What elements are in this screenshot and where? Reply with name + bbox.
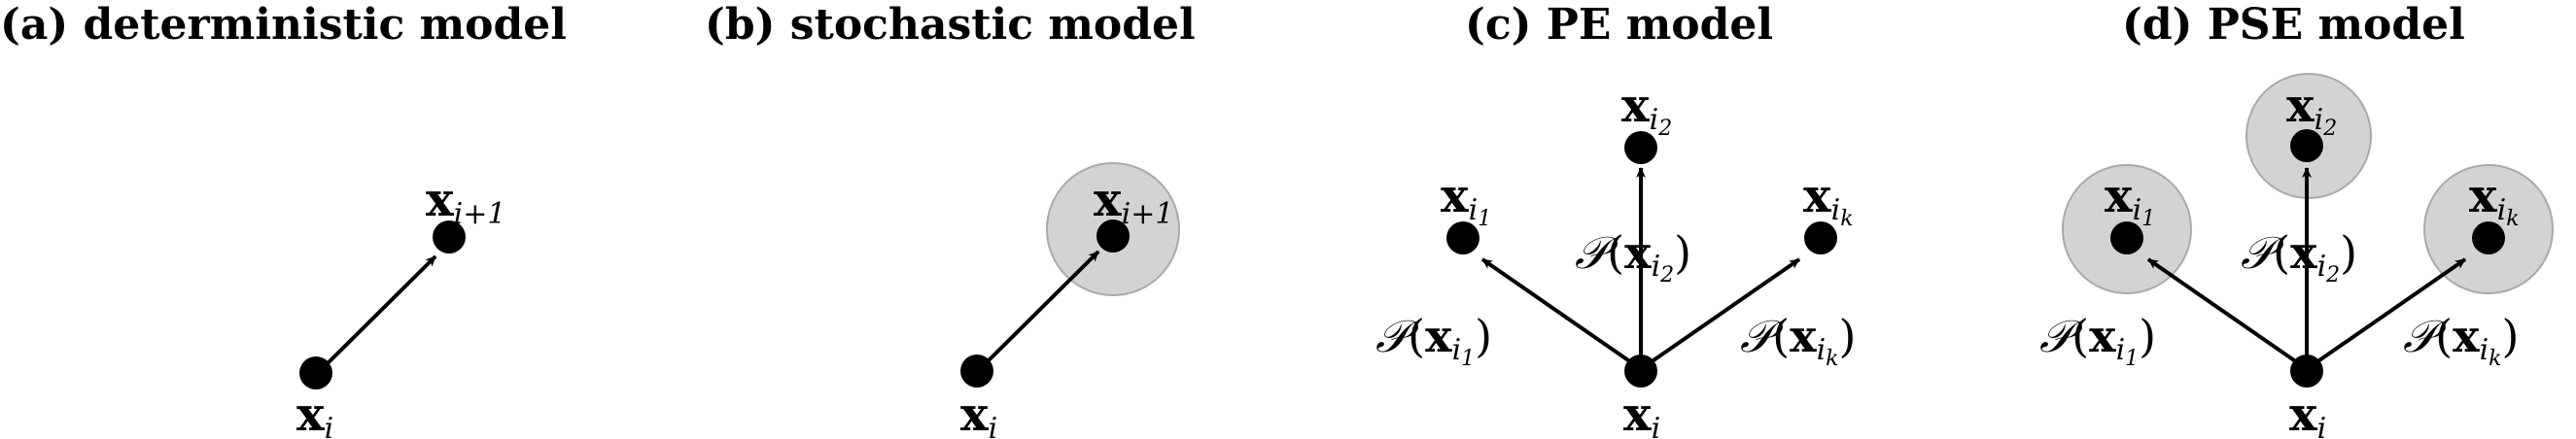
arrow-to-x-i1 — [2146, 257, 2309, 371]
node-x-ik — [1804, 221, 1837, 254]
node-x-i — [960, 355, 993, 388]
arrow-to-x-ik — [1639, 257, 1801, 371]
prob-label-x-i2: 𝒫(xi2) — [2241, 226, 2357, 287]
label-x-ik: xik — [2469, 169, 2520, 231]
transition-arrow — [317, 254, 437, 374]
node-x-i-plus-1 — [433, 220, 466, 253]
node-x-i1 — [2110, 221, 2143, 254]
prob-label-x-i1: 𝒫(xi1) — [2039, 310, 2156, 371]
panel-b: xi xi+1 — [960, 162, 1180, 439]
node-x-i2 — [2290, 129, 2323, 162]
panel-d-title: (d) PSE model — [2122, 0, 2465, 50]
node-x-i1 — [1446, 221, 1479, 254]
label-x-i: xi — [1623, 388, 1660, 439]
label-x-i: xi — [296, 388, 333, 439]
label-x-i2: xi2 — [1621, 79, 1672, 141]
panel-c-title: (c) PE model — [1465, 0, 1773, 50]
transition-arrow — [978, 250, 1100, 371]
panel-c: xi xi1 xi2 xik 𝒫(xi1) 𝒫(xi2) 𝒫(xik) — [1375, 79, 1856, 439]
prob-label-x-ik: 𝒫(xik) — [2403, 310, 2519, 371]
panel-a: xi xi+1 — [296, 173, 505, 439]
prob-label-x-ik: 𝒫(xik) — [1740, 310, 1856, 371]
node-x-i — [2290, 355, 2323, 388]
panel-a-title: (a) deterministic model — [0, 0, 567, 50]
node-x-ik — [2472, 221, 2505, 254]
arrow-to-x-i1 — [1480, 257, 1643, 371]
label-x-i: xi — [2289, 388, 2326, 439]
label-x-i-plus-1: xi+1 — [426, 173, 505, 231]
node-x-i2 — [1624, 131, 1657, 164]
label-x-i1: xi1 — [2105, 169, 2155, 231]
panel-d: xi xi1 xi2 xik 𝒫(xi1) 𝒫(xi2) 𝒫(xik) — [2039, 73, 2554, 439]
node-x-i — [1624, 355, 1657, 388]
node-x-i-plus-1 — [1097, 220, 1130, 253]
label-x-i-plus-1: xi+1 — [1094, 173, 1173, 231]
prob-label-x-i2: 𝒫(xi2) — [1575, 226, 1691, 287]
node-x-i — [299, 356, 332, 389]
arrow-to-x-ik — [2305, 257, 2467, 371]
label-x-i2: xi2 — [2286, 79, 2337, 141]
label-x-i1: xi1 — [1441, 169, 1491, 231]
label-x-i: xi — [960, 388, 997, 439]
label-x-ik: xik — [1803, 169, 1854, 231]
panel-b-title: (b) stochastic model — [705, 0, 1196, 50]
prob-label-x-i1: 𝒫(xi1) — [1375, 310, 1492, 371]
